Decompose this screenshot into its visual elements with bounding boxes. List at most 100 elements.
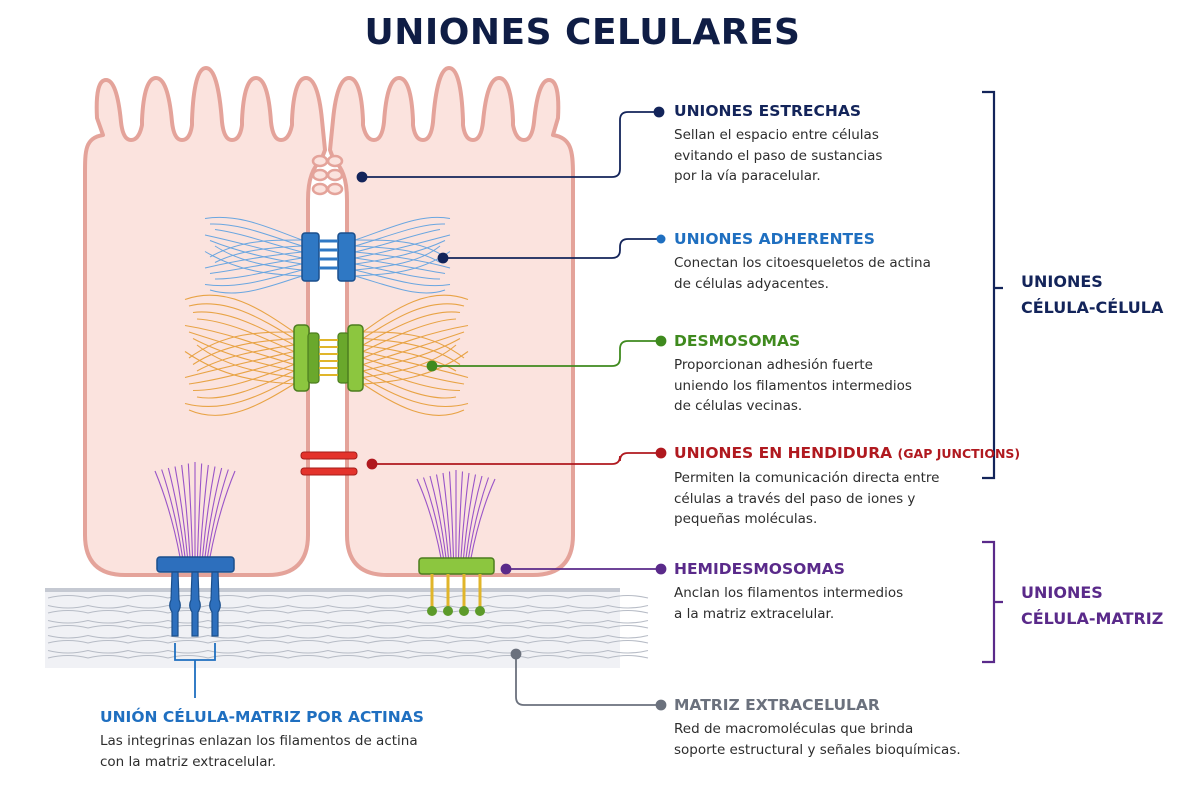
- intermediate-filament: [188, 331, 295, 359]
- ecm-leader-dot-end: [655, 699, 667, 711]
- desmosome-description: Proporcionan adhesión fuerte uniendo los…: [674, 355, 912, 417]
- intermediate-filament: [362, 331, 465, 359]
- intermediate-filament: [362, 383, 465, 416]
- basal-filament: [174, 466, 189, 558]
- gap-desc-line: Permiten la comunicación directa entre: [674, 470, 940, 486]
- tight-leader: [356, 106, 665, 183]
- actin-filament: [209, 223, 303, 247]
- gap-desc-line: pequeñas moléculas.: [674, 511, 818, 527]
- tight-junction-strand-3: [311, 168, 329, 182]
- hemidesmosome: [416, 470, 496, 616]
- actin-matrix-desc-line: Las integrinas enlazan los filamentos de…: [100, 733, 418, 749]
- desmosome-plaque-right-outer: [347, 324, 364, 392]
- tight-junction-strand-5: [311, 182, 329, 196]
- desmosome-leader-dot-start: [426, 360, 438, 372]
- intermediate-filament: [362, 294, 469, 333]
- laminin-knob-1: [427, 606, 437, 616]
- tight-heading: UNIONES ESTRECHAS: [674, 102, 861, 120]
- intermediate-filament: [184, 350, 295, 379]
- actin-matrix-heading: UNIÓN CÉLULA-MATRIZ POR ACTINAS: [100, 708, 424, 726]
- actin-filament: [214, 229, 303, 253]
- integrin-plaque: [156, 556, 235, 573]
- basal-filament: [196, 463, 203, 558]
- basal-filament: [161, 469, 184, 558]
- label-actin-matrix-junction: UNIÓN CÉLULA-MATRIZ POR ACTINAS Las inte…: [100, 707, 424, 772]
- cell-matrix-bracket: [982, 540, 1003, 664]
- laminin-knob-2: [443, 606, 453, 616]
- basal-filament: [467, 477, 490, 559]
- adherens-desc-line: de células adyacentes.: [674, 275, 829, 292]
- adherens-description: Conectan los citoesqueletos de actina de…: [674, 253, 931, 294]
- actin-filament: [209, 240, 303, 265]
- label-hemidesmosomes: HEMIDESMOSOMAS Anclan los filamentos int…: [674, 559, 903, 624]
- tight-junction: [311, 154, 344, 196]
- desmosome-plaque-left-inner: [307, 332, 320, 384]
- label-extracellular-matrix: MATRIZ EXTRACELULAR Red de macromolécula…: [674, 695, 961, 760]
- desmosome-heading: DESMOSOMAS: [674, 332, 801, 350]
- ecm-fiber: [47, 624, 649, 629]
- ecm-fiber: [47, 649, 649, 654]
- group-label-cell-matrix: UNIONES CÉLULA-MATRIZ: [1021, 580, 1163, 632]
- adherens-junction: [204, 216, 451, 294]
- actin-filament: [354, 257, 446, 274]
- hemi-desc-line: a la matriz extracelular.: [674, 605, 835, 622]
- intermediate-filaments: [184, 294, 469, 416]
- hemi-heading: HEMIDESMOSOMAS: [674, 560, 845, 578]
- actin-filament: [354, 275, 446, 294]
- intermediate-filament: [184, 294, 295, 333]
- tight-junction-strand-2: [326, 154, 344, 168]
- actin-filament: [204, 216, 303, 241]
- hemi-description: Anclan los filamentos intermedios a la m…: [674, 583, 903, 624]
- ecm-leader-line: [515, 654, 660, 706]
- integrin-stalks: [169, 571, 221, 637]
- ecm-desc-line: Red de macromoléculas que brinda: [674, 721, 914, 737]
- actin-filament: [209, 275, 303, 294]
- tight-desc-line: evitando el paso de sustancias: [674, 147, 883, 164]
- gap-heading-main: UNIONES EN HENDIDURA: [674, 444, 893, 462]
- gap-junction: [300, 451, 358, 476]
- ecm-fiber: [47, 594, 649, 599]
- gap-leader-dot-end: [655, 447, 667, 459]
- laminin-knob-4: [475, 606, 485, 616]
- adherens-leader-dot-end: [656, 234, 666, 244]
- basal-filament: [460, 472, 470, 559]
- desmosome-plaque-left-outer: [293, 324, 310, 392]
- actin-filaments: [204, 216, 451, 294]
- gap-leader-dot-start: [366, 458, 378, 470]
- actin-filament: [354, 263, 441, 280]
- actin-matrix-leader-line: [174, 643, 216, 698]
- desmosome-desc-line: Proporcionan adhesión fuerte: [674, 357, 873, 373]
- gap-heading-sub: (GAP JUNCTIONS): [897, 446, 1021, 461]
- actin-filament: [204, 251, 303, 277]
- desmosome-leader-dot-end: [655, 335, 667, 347]
- tight-leader-line: [362, 111, 658, 178]
- ecm-fiber: [47, 634, 649, 639]
- label-gap-junctions: UNIONES EN HENDIDURA (GAP JUNCTIONS) Per…: [674, 443, 1020, 530]
- adherens-plaque-left: [301, 232, 320, 282]
- tight-junction-strand-1: [311, 154, 329, 168]
- actin-filament: [209, 257, 303, 274]
- connexon-bottom: [300, 467, 358, 476]
- actin-filament: [354, 239, 446, 258]
- hemidesmosome-laminin-knobs: [427, 606, 485, 616]
- hemidesmosome-anchors: [430, 574, 482, 609]
- actin-filament: [354, 251, 451, 269]
- cadherin-links: [319, 239, 338, 270]
- basal-filament: [465, 475, 483, 559]
- actin-filaments-basal-left: [154, 462, 236, 558]
- intermediate-filament: [192, 337, 295, 365]
- tight-leader-dot-end: [653, 106, 665, 118]
- desmosome-desc-line: uniendo los filamentos intermedios: [674, 377, 912, 394]
- group-label-cell-cell: UNIONES CÉLULA-CÉLULA: [1021, 269, 1163, 321]
- label-adherens-junctions: UNIONES ADHERENTES Conectan los citoesqu…: [674, 229, 931, 294]
- actin-matrix-junction: [154, 462, 236, 637]
- tight-junction-strand-4: [326, 168, 344, 182]
- actin-filament: [354, 223, 446, 247]
- actin-filament: [354, 269, 451, 287]
- basal-filament: [416, 478, 442, 559]
- group-cell-cell-line: UNIONES: [1021, 272, 1103, 291]
- basal-filament: [429, 475, 447, 559]
- basal-filament: [204, 467, 223, 558]
- actin-matrix-leader: [174, 643, 216, 698]
